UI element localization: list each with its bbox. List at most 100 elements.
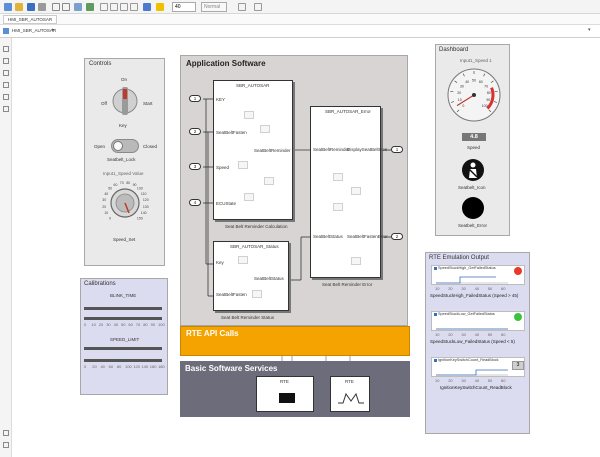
seat-belt-reminder-calculation-block[interactable]: SBR_AUTOSAR KEY SeatBeltFasten Speed ECU…	[213, 80, 293, 220]
model-canvas: Controls On Off Start Key Open Closed Se…	[12, 38, 600, 457]
key-label: Key	[119, 123, 127, 128]
key-rotary-switch[interactable]	[112, 83, 138, 119]
record-icon[interactable]	[143, 3, 151, 11]
blink-time-tick: 20	[98, 322, 104, 327]
seat-belt-reminder-error-block[interactable]: SBR_AUTOSAR_Error SeatBeltReminder SeatB…	[310, 106, 388, 278]
fit-view-icon[interactable]	[3, 58, 9, 64]
new-model-icon[interactable]	[4, 3, 12, 11]
seatbelt-open-label: Open	[94, 144, 106, 149]
redo-icon[interactable]	[62, 3, 70, 11]
zoom-icon[interactable]	[3, 46, 9, 52]
outport-2[interactable]: 2	[391, 233, 403, 240]
calc-out-seatbeltreminder: SeatBeltReminder	[254, 148, 291, 153]
error-out-fastenerror: SeatBeltFastenError	[347, 234, 388, 239]
blink-time-label: BLINK_TIME	[110, 293, 137, 298]
simulation-mode-select[interactable]: Normal	[201, 2, 227, 12]
open-folder-icon[interactable]	[15, 3, 23, 11]
hide-icon[interactable]	[3, 106, 9, 112]
error-block-header: SBR_AUTOSAR_Error	[325, 109, 371, 114]
inport-1[interactable]: 1	[189, 95, 201, 102]
ignition-count-display: 3	[512, 361, 524, 370]
model-explorer-icon[interactable]	[86, 3, 94, 11]
inport-3[interactable]: 3	[189, 163, 201, 170]
scope-axis-tick: 60	[501, 286, 506, 291]
gauge-tick-label: 20	[457, 91, 461, 95]
calc-in-speed: Speed	[216, 165, 230, 170]
gauge-hub	[472, 93, 476, 97]
annotation-icon[interactable]	[3, 70, 9, 76]
blink-time-tick: 70	[135, 322, 141, 327]
chevron-down-icon[interactable]: ▾	[588, 27, 591, 33]
rte-nvm-block[interactable]: RTE	[256, 376, 314, 412]
status-block-caption: Seat Belt Reminder Status	[221, 315, 275, 320]
controls-panel: Controls On Off Start Key Open Closed Se…	[84, 58, 165, 266]
step-forward-icon[interactable]	[120, 3, 128, 11]
scope-axis-tick: 40	[474, 286, 480, 291]
area-icon[interactable]	[3, 94, 9, 100]
speed-limit-tick: 140	[141, 364, 149, 369]
blink-time-tick: 60	[128, 322, 133, 327]
outport-1[interactable]: 1	[391, 146, 403, 153]
browser-icon[interactable]	[3, 442, 9, 448]
speed-limit-tick: 180	[158, 364, 165, 369]
chip-icon	[279, 393, 295, 403]
speed-limit-tick: 80	[116, 364, 122, 369]
undo-icon[interactable]	[52, 3, 60, 11]
blink-time-tick: 90	[150, 322, 156, 327]
rte-block-1-label: RTE	[280, 379, 289, 384]
blink-time-tick: 30	[106, 322, 111, 327]
speed-set-label: Speed_Set	[113, 237, 136, 242]
explorer-bar-icon[interactable]	[3, 430, 9, 436]
scope-axis-tick: 30	[461, 332, 466, 337]
rte-signal-block[interactable]: RTE	[330, 376, 370, 412]
basic-software-services-area: Basic Software Services RTE RTE	[180, 361, 410, 417]
key-position-off: Off	[101, 101, 107, 106]
inport-4[interactable]: 4	[189, 199, 201, 206]
scope-axis-tick: 40	[474, 332, 480, 337]
gauge-caption: Input1_Speed 1	[460, 58, 492, 63]
simulation-data-icon[interactable]	[156, 3, 164, 11]
knob-tick-label: 90	[133, 183, 137, 187]
calc-block-header: SBR_AUTOSAR	[236, 83, 270, 88]
seat-belt-reminder-status-block[interactable]: SBR_AUTOSAR_Status Key SeatBeltFasten Se…	[213, 241, 289, 311]
seatbelt-closed-label: Closed	[143, 144, 158, 149]
speed-stuck-high-plot	[436, 276, 508, 284]
knob-tick-label: 130	[143, 205, 149, 209]
dashboard-title: Dashboard	[439, 47, 469, 53]
speed-limit-track-2	[84, 359, 162, 362]
breadcrumb-path[interactable]: HMI_SBR_AUTOSAR	[12, 28, 57, 33]
seatbelt-error-label: Seatbelt_Error	[458, 223, 488, 228]
save-icon[interactable]	[27, 3, 35, 11]
stop-icon[interactable]	[130, 3, 138, 11]
blink-time-tick: 40	[113, 322, 119, 327]
speed-limit-tick: 20	[92, 364, 97, 369]
gauge-tick-label: 60	[479, 80, 483, 84]
blink-time-tick: 50	[121, 322, 126, 327]
speed-readout: 4.8	[462, 133, 486, 141]
stop-time-field[interactable]: 40	[172, 2, 196, 12]
calc-in-ecustate: ECUState	[216, 201, 237, 206]
blink-time-tick: 0	[84, 322, 87, 327]
tab-model[interactable]: HMI_SBR_AUTOSAR	[3, 15, 58, 24]
step-back-icon[interactable]	[100, 3, 108, 11]
build-icon[interactable]	[238, 3, 246, 11]
application-software-title: Application Software	[186, 59, 266, 68]
print-icon[interactable]	[38, 3, 46, 11]
inport-2[interactable]: 2	[189, 128, 201, 135]
signal-icon	[434, 267, 437, 270]
blink-time-tick: 80	[143, 322, 148, 327]
seatbelt-lock-toggle[interactable]	[111, 139, 139, 153]
speed-stuck-high-caption: SpeedStuckHigh_FailedStatus (Speed > 45)	[430, 293, 519, 298]
image-icon[interactable]	[3, 82, 9, 88]
run-icon[interactable]	[110, 3, 118, 11]
settings-icon[interactable]	[254, 3, 262, 11]
calc-in-key: KEY	[216, 97, 226, 102]
knob-tick-label: 20	[102, 205, 106, 209]
library-browser-icon[interactable]	[74, 3, 82, 11]
calc-in-seatbeltfasten: SeatBeltFasten	[216, 130, 247, 135]
status-out-seatbeltstatus: SeatBeltStatus	[254, 276, 284, 281]
scope-axis-tick: 20	[448, 286, 453, 291]
